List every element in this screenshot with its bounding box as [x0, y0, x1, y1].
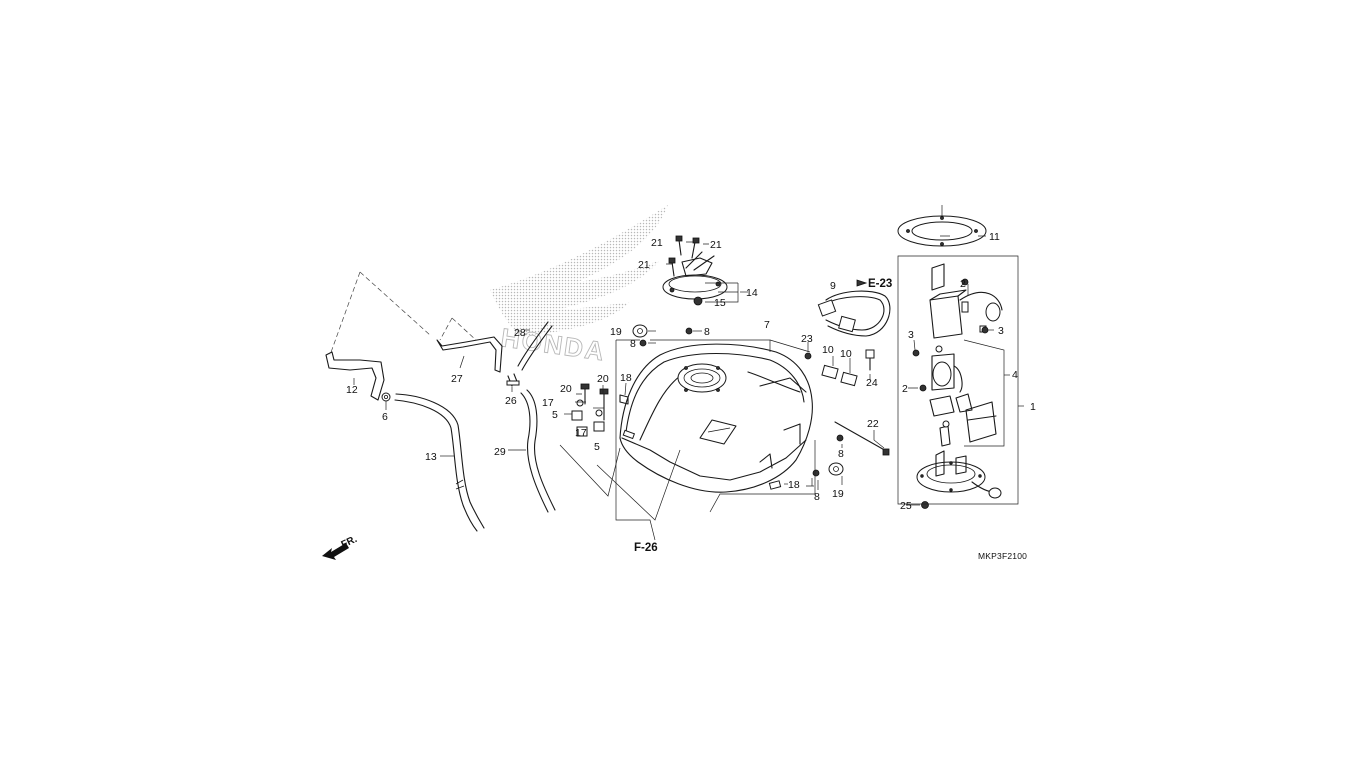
- callout-18b: 18: [788, 479, 800, 491]
- callout-3a: 3: [908, 329, 914, 341]
- callout-20b: 20: [597, 373, 609, 385]
- callout-17b: 17: [575, 427, 587, 439]
- leader-lines: [353, 235, 1024, 541]
- ring-11: [897, 205, 987, 247]
- front-arrow-icon: FR.: [322, 534, 359, 560]
- callout-4: 4: [1012, 369, 1018, 381]
- callout-5a: 5: [552, 409, 558, 421]
- callout-17a: 17: [542, 397, 554, 409]
- callout-28: 28: [514, 327, 526, 339]
- callout-5b: 5: [594, 441, 600, 453]
- callout-7: 7: [764, 319, 770, 331]
- callout-6: 6: [382, 411, 388, 423]
- callout-19b: 19: [832, 488, 844, 500]
- callout-10b: 10: [840, 348, 852, 360]
- fuel-tank-7: [619, 343, 813, 493]
- callout-8d: 8: [814, 491, 820, 503]
- callout-20a: 20: [560, 383, 572, 395]
- callout-24: 24: [866, 377, 878, 389]
- callout-21b: 21: [710, 239, 722, 251]
- callout-15: 15: [714, 297, 726, 309]
- callout-9: 9: [830, 280, 836, 292]
- callout-8b: 8: [630, 338, 636, 350]
- small-hardware: [571, 324, 890, 490]
- callout-13: 13: [425, 451, 437, 463]
- diagram-code: MKP3F2100: [978, 551, 1027, 561]
- callout-12: 12: [346, 384, 358, 396]
- pump-base-1: [916, 450, 1002, 499]
- ref-e23: E-23: [868, 278, 892, 290]
- callout-21c: 21: [638, 259, 650, 271]
- fuel-pump-4: [929, 263, 1003, 447]
- callout-22: 22: [867, 418, 879, 430]
- clip-26: [506, 373, 520, 387]
- callout-2a: 2: [960, 278, 966, 290]
- harness-9: [817, 279, 891, 337]
- callouts: 1 2 2 3 3 4 5 5 6 7 8 8 8 8 9 10 10 11 1…: [346, 231, 1036, 561]
- callout-1: 1: [1030, 401, 1036, 413]
- callout-10a: 10: [822, 344, 834, 356]
- callout-8c: 8: [838, 448, 844, 460]
- hose-12: [325, 271, 431, 401]
- hose-13: [394, 393, 485, 532]
- callout-2b: 2: [902, 383, 908, 395]
- connectors: [804, 349, 875, 387]
- hose-28: [517, 321, 553, 371]
- hose-27: [436, 317, 503, 373]
- callout-29: 29: [494, 446, 506, 458]
- hose-29: [520, 389, 556, 513]
- callout-18a: 18: [620, 372, 632, 384]
- callout-19a: 19: [610, 326, 622, 338]
- callout-3b: 3: [998, 325, 1004, 337]
- callout-21a: 21: [651, 237, 663, 249]
- callout-11: 11: [989, 231, 1000, 243]
- callout-23: 23: [801, 333, 813, 345]
- washer-15: [693, 296, 703, 306]
- callout-25: 25: [900, 500, 912, 512]
- callout-27: 27: [451, 373, 463, 385]
- callout-14: 14: [746, 287, 758, 299]
- ref-f26: F-26: [634, 542, 658, 554]
- callout-26: 26: [505, 395, 517, 407]
- front-label: FR.: [340, 534, 359, 551]
- bolts-21: [668, 235, 700, 277]
- clip-6: [381, 392, 391, 402]
- callout-8a: 8: [704, 326, 710, 338]
